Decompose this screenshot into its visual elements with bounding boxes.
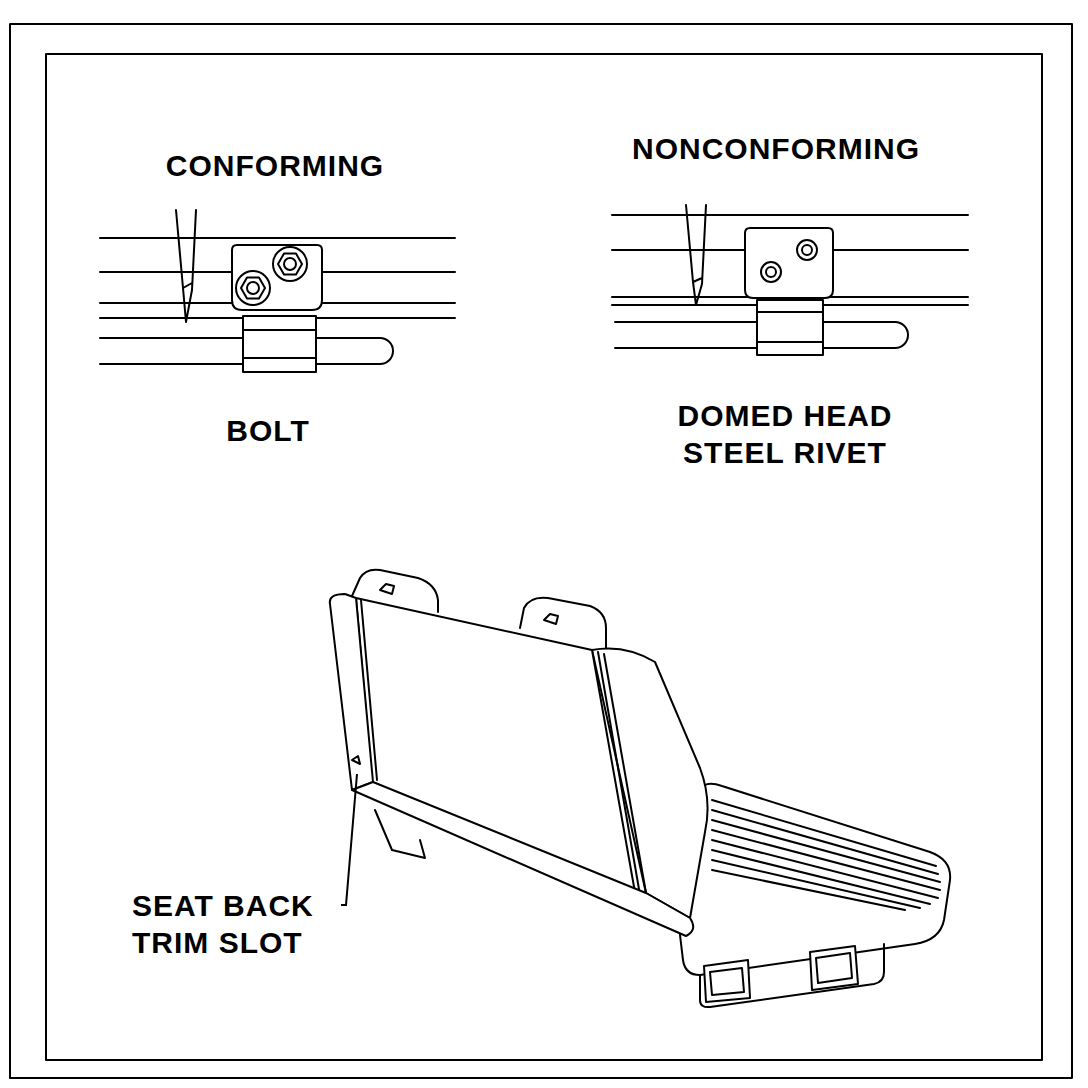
frame-lines xyxy=(100,238,455,318)
rivet-head xyxy=(761,262,781,282)
cushion-ribs xyxy=(712,800,940,910)
rivet-dome xyxy=(802,245,812,255)
hinge-lines xyxy=(757,312,823,342)
seat-leg xyxy=(810,946,858,990)
bracket-plate xyxy=(232,245,322,310)
hinge-lines xyxy=(243,330,316,358)
seat-cushion xyxy=(680,784,950,975)
bolt-head xyxy=(236,271,270,305)
slot-clip xyxy=(352,756,360,764)
heading-label: CONFORMING xyxy=(125,148,425,185)
frame-lines xyxy=(612,215,968,305)
bracket-plate xyxy=(745,228,833,298)
bolt-nut xyxy=(278,254,302,275)
bolt-end xyxy=(247,282,259,294)
conforming-detail xyxy=(100,210,455,372)
rivet-dome xyxy=(766,267,776,277)
outer-frame xyxy=(10,24,1072,1078)
fastener-label: BOLT xyxy=(188,413,348,450)
seat-leg xyxy=(704,960,750,1002)
hinge xyxy=(243,316,316,372)
inner-frame xyxy=(46,54,1042,1060)
bolt-nut xyxy=(241,278,265,299)
bolt-end xyxy=(284,258,296,270)
trim-tool xyxy=(686,205,706,305)
part-label: SEAT BACK TRIM SLOT xyxy=(132,888,347,961)
leader-line xyxy=(341,774,357,905)
trim-tool xyxy=(176,210,196,322)
heading-label: NONCONFORMING xyxy=(586,131,966,168)
rivet-head xyxy=(797,240,817,260)
seat-back-edge xyxy=(330,594,373,790)
fastener-label: DOMED HEAD STEEL RIVET xyxy=(645,398,925,471)
seat-back-rail xyxy=(352,782,693,936)
bolt-head xyxy=(273,247,307,281)
bench-seat xyxy=(330,570,950,1007)
seat-frame xyxy=(700,944,884,1007)
hinge xyxy=(757,300,823,355)
hinge-bracket xyxy=(375,810,425,858)
nonconforming-detail xyxy=(612,205,968,355)
